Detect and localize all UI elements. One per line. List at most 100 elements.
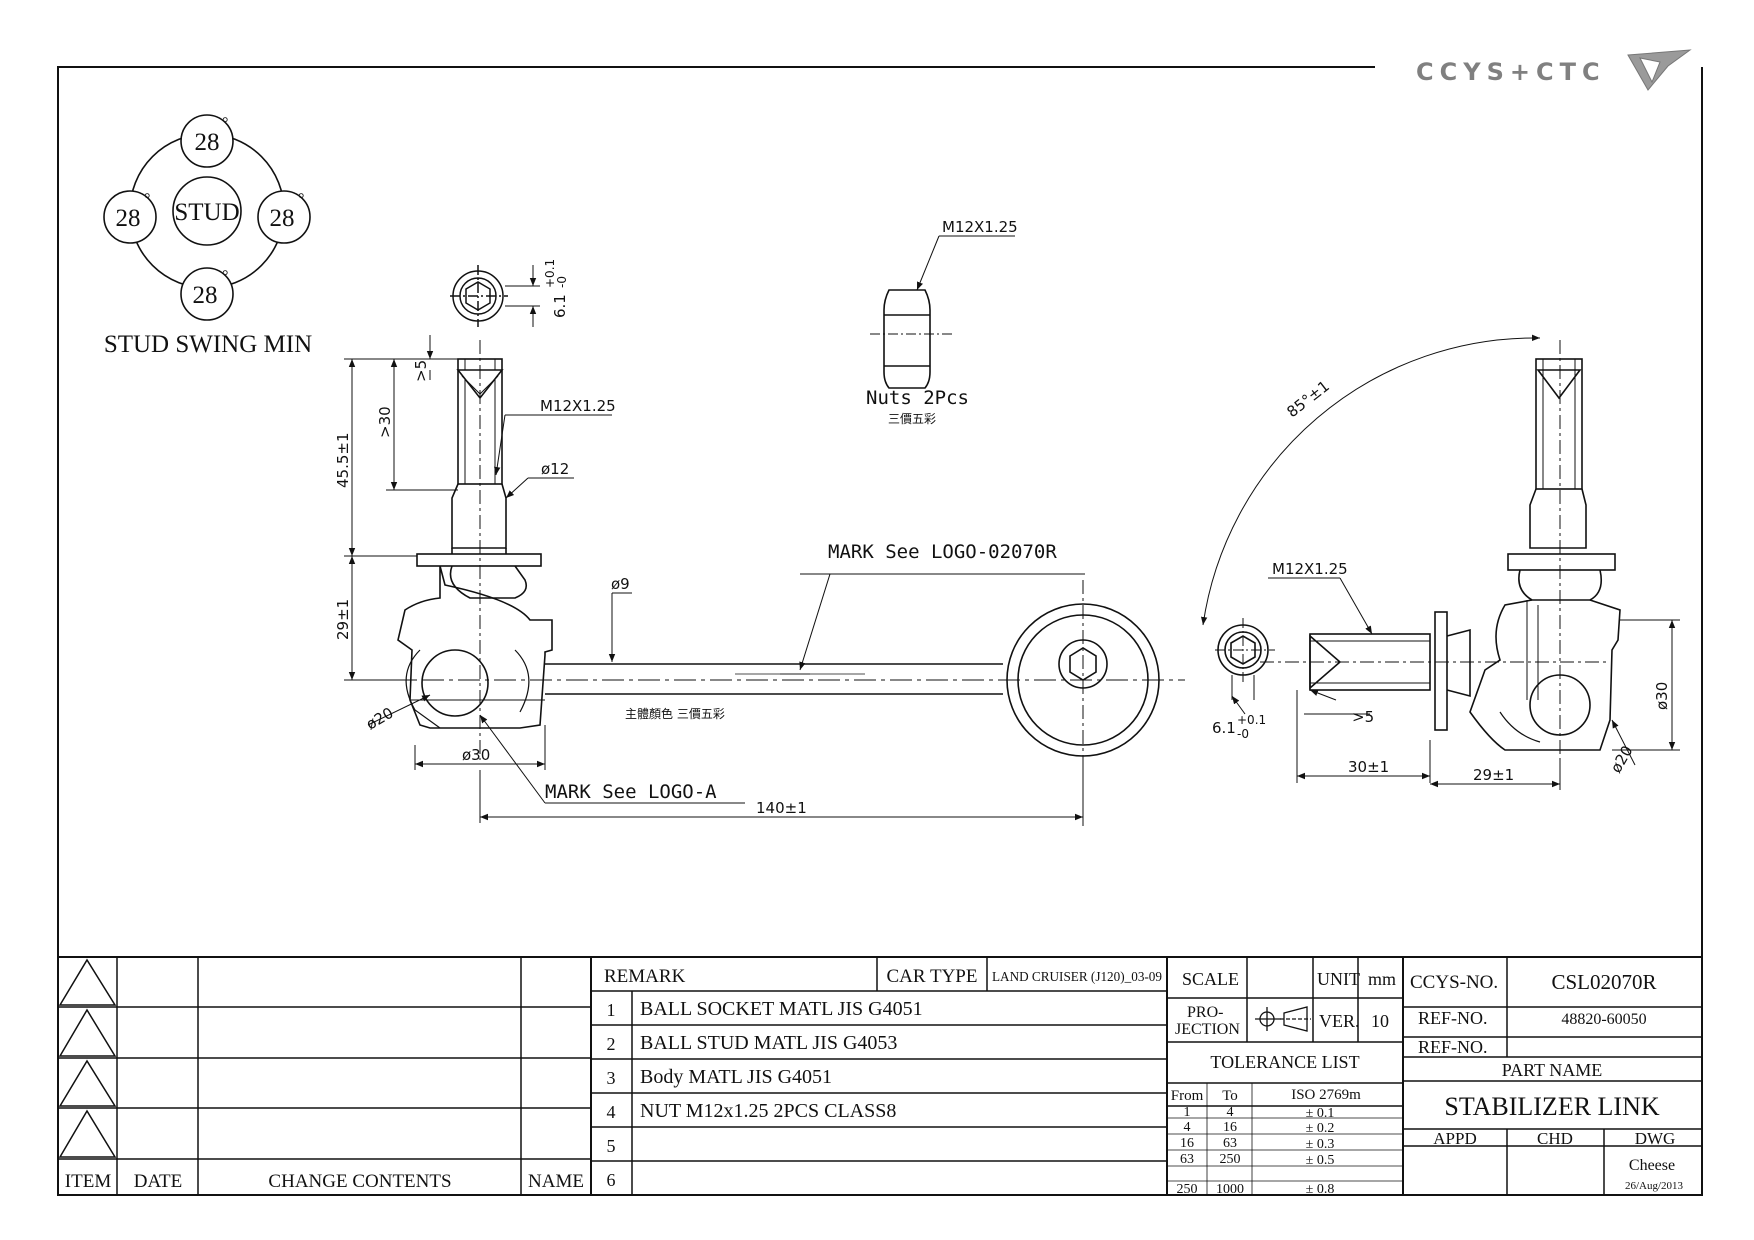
swing-left-value: 28 [116,205,141,232]
len-30-label: 30±1 [1348,758,1389,776]
hex-depth-dim: 6.1 [551,294,569,318]
remark-row-text: BALL SOCKET MATL JIS G4051 [640,998,923,1020]
part-name-label: PART NAME [1502,1060,1602,1080]
remark-row-text: Body MATL JIS G4051 [640,1066,832,1088]
right-29-label: 29±1 [1473,766,1514,784]
swing-left-degree: ° [144,191,150,208]
swing-right-degree: ° [298,191,304,208]
left-dimension-lines [344,335,1085,823]
tol-row-from: 4 [1184,1120,1191,1135]
remark-row-num: 1 [607,1000,616,1020]
tol-row-tol: ± 0.5 [1306,1153,1335,1168]
tol-header-from: From [1171,1088,1204,1104]
title-block-grid [1167,957,1702,1195]
swing-stud-label: STUD [174,199,239,226]
hex-depth-tol-minus: -0 [555,276,569,288]
right-dimension-lines [1200,334,1680,790]
nuts-color-note: 三價五彩 [888,412,936,426]
rod-dia9-label: ø9 [611,575,630,593]
tol-row-tol: ± 0.8 [1306,1182,1335,1197]
unit-label: UNIT [1317,969,1360,989]
stud-swing-diagram [103,114,311,321]
car-type-label: CAR TYPE [887,966,978,987]
nut-drawing [870,235,1015,389]
hex-depth-tol-plus: +0.1 [543,259,557,288]
right-hex-depth-label: 6.1 [1212,719,1236,737]
ccys-no-value: CSL02070R [1551,970,1656,994]
nut-thread-label: M12X1.25 [942,218,1018,236]
dim-45-5: 45.5±1 [334,432,352,488]
projection-symbol-icon [1255,1006,1311,1032]
part-name-value: STABILIZER LINK [1444,1092,1659,1121]
tol-row-to: 16 [1223,1120,1237,1135]
ref-no-value: 48820-60050 [1561,1011,1646,1028]
appd-label: APPD [1433,1129,1476,1148]
swing-top-value: 28 [195,129,220,156]
ccys-no-label: CCYS-NO. [1410,972,1498,993]
right-tol-plus: +0.1 [1237,713,1266,727]
logo-text: CCYS+CTC [1416,58,1606,86]
tol-header-iso: ISO 2769m [1291,1087,1361,1103]
rev-header-item: ITEM [65,1171,112,1192]
rev-header-name: NAME [528,1171,584,1192]
ver-label: VER. [1319,1011,1360,1031]
tol-row-to: 63 [1223,1136,1237,1151]
sheet-border [57,66,1703,1196]
logo-mark-icon [1627,49,1692,91]
swing-right-value: 28 [270,205,295,232]
revision-block [58,956,1702,1195]
tol-row-to: 250 [1220,1152,1241,1167]
rev-header-change: CHANGE CONTENTS [268,1171,451,1192]
tol-row-from: 1 [1184,1105,1191,1120]
hex-socket-detail [450,265,540,327]
tol-row-from: 63 [1180,1152,1194,1167]
tol-row-tol: ± 0.3 [1306,1137,1335,1152]
right-gt5-label: >5 [1352,708,1374,726]
projection-label: PRO- [1187,1004,1223,1021]
left-dia20-label: ø20 [363,704,396,734]
left-dia30-label: ø30 [462,746,490,764]
dim-29-left: 29±1 [334,599,352,640]
mark-main-note: MARK See LOGO-02070R [828,541,1057,563]
len-140-label: 140±1 [756,799,807,817]
rev-header-date: DATE [134,1171,183,1192]
remark-row-num: 3 [607,1068,616,1088]
tol-row-from: 250 [1177,1182,1198,1197]
tol-row-to: 1000 [1216,1182,1244,1197]
swing-caption: STUD SWING MIN [104,331,312,358]
mark-a-note: MARK See LOGO-A [545,781,717,803]
ref-no2-label: REF-NO. [1418,1037,1488,1057]
remark-row-num: 4 [607,1102,616,1122]
car-type-value: LAND CRUISER (J120)_03-09 [992,970,1162,985]
swing-bottom-degree: ° [222,268,228,285]
nuts-note: Nuts 2Pcs [866,387,969,409]
remark-row-num: 2 [607,1034,616,1054]
right-thread-label: M12X1.25 [1272,560,1348,578]
dim-gt30: >30 [376,406,394,438]
scale-label: SCALE [1182,969,1239,989]
tolerance-title: TOLERANCE LIST [1210,1052,1359,1072]
unit-value: mm [1368,969,1396,989]
right-ball-joint [1215,340,1621,770]
tol-row-tol: ± 0.1 [1306,1106,1335,1121]
projection-label-2: JECTION [1175,1021,1240,1038]
remark-header: REMARK [604,966,686,987]
left-ball-joint [397,340,553,760]
dwg-name: Cheese [1629,1157,1675,1174]
dwg-label: DWG [1635,1129,1676,1148]
chd-label: CHD [1537,1129,1573,1148]
left-dia12-label: ø12 [541,460,569,478]
tol-row-tol: ± 0.2 [1306,1121,1335,1136]
tol-header-to: To [1222,1088,1238,1104]
right-dia30-label: ø30 [1653,682,1671,710]
angle-85-label: 85°±1 [1283,377,1332,421]
swing-top-degree: ° [222,115,228,132]
remark-row-text: BALL STUD MATL JIS G4053 [640,1032,897,1054]
right-tol-minus: -0 [1237,727,1249,741]
dim-gt5-top: >5 [412,360,430,382]
remark-row-text: NUT M12x1.25 2PCS CLASS8 [640,1100,896,1122]
swing-bottom-value: 28 [193,282,218,309]
left-thread-label: M12X1.25 [540,397,616,415]
remark-row-num: 6 [607,1170,616,1190]
